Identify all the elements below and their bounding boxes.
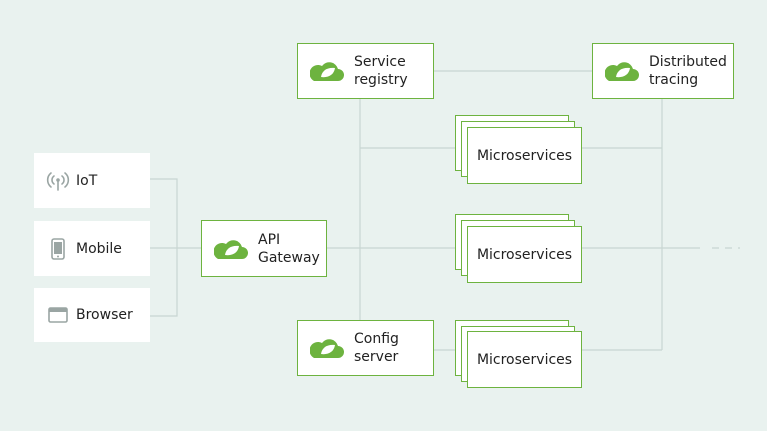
client-iot-label: IoT: [76, 172, 98, 189]
config-server-label-line1: Config: [354, 331, 399, 347]
client-browser: Browser: [34, 288, 150, 342]
distributed-tracing-node: Distributed tracing: [592, 43, 734, 99]
client-iot: IoT: [34, 153, 150, 208]
spring-leaf-icon: [214, 239, 248, 259]
antenna-icon: [46, 169, 70, 193]
microservices-label: Microservices: [476, 351, 573, 368]
microservices-label: Microservices: [476, 246, 573, 263]
client-mobile-label: Mobile: [76, 240, 122, 257]
api-gateway-node: API Gateway: [201, 220, 327, 277]
spring-leaf-icon: [605, 62, 639, 81]
microservices-node-middle: Microservices: [467, 226, 582, 283]
config-server-node: Config server: [297, 320, 434, 376]
browser-window-icon: [46, 303, 70, 327]
mobile-phone-icon: [46, 237, 70, 261]
spring-leaf-icon: [310, 62, 344, 81]
service-registry-node: Service registry: [297, 43, 434, 99]
microservices-label: Microservices: [476, 147, 573, 164]
service-registry-label-line2: registry: [354, 72, 408, 88]
api-gateway-label-line1: API: [258, 231, 281, 248]
microservices-node-top: Microservices: [467, 127, 582, 184]
clients-to-gateway-connector: [150, 178, 202, 317]
distributed-tracing-label-line1: Distributed: [649, 54, 727, 70]
service-registry-label-line1: Service: [354, 54, 406, 70]
microservices-node-bottom: Microservices: [467, 331, 582, 388]
spring-leaf-icon: [310, 339, 344, 358]
api-gateway-label-line2: Gateway: [258, 249, 320, 266]
config-server-label-line2: server: [354, 349, 399, 365]
distributed-tracing-label-line2: tracing: [649, 72, 699, 88]
client-mobile: Mobile: [34, 221, 150, 276]
client-browser-label: Browser: [76, 307, 133, 323]
